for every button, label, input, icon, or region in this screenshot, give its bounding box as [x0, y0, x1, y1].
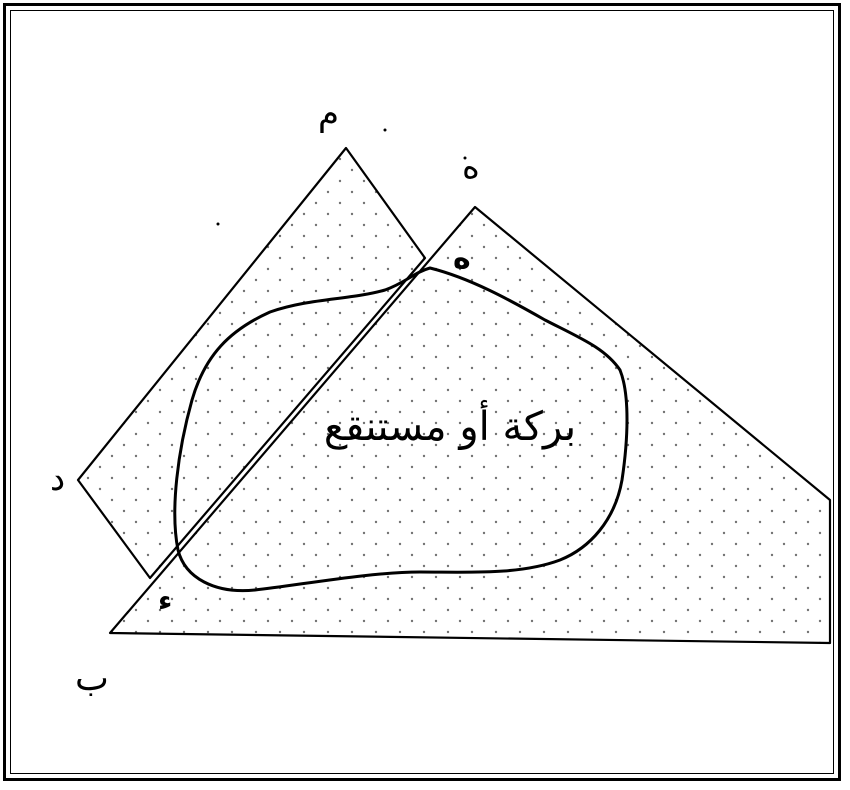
label-bottom-corner: ب — [75, 658, 109, 699]
label-apex-left: م — [318, 94, 339, 134]
stray-dot — [216, 222, 220, 226]
pond-outline — [173, 266, 629, 593]
label-apex-right: ه — [462, 147, 480, 187]
rotated-square — [76, 146, 427, 580]
pond-label: بركة أو مستنقع — [324, 400, 576, 450]
stray-dot — [463, 156, 467, 160]
label-lower-intersection: ء — [158, 584, 172, 617]
outer-border — [3, 3, 841, 781]
stray-dot — [383, 128, 387, 132]
inner-border — [10, 10, 834, 774]
label-left-corner: د — [50, 459, 65, 499]
large-triangle — [108, 205, 832, 645]
label-intersection: ه — [453, 241, 471, 276]
